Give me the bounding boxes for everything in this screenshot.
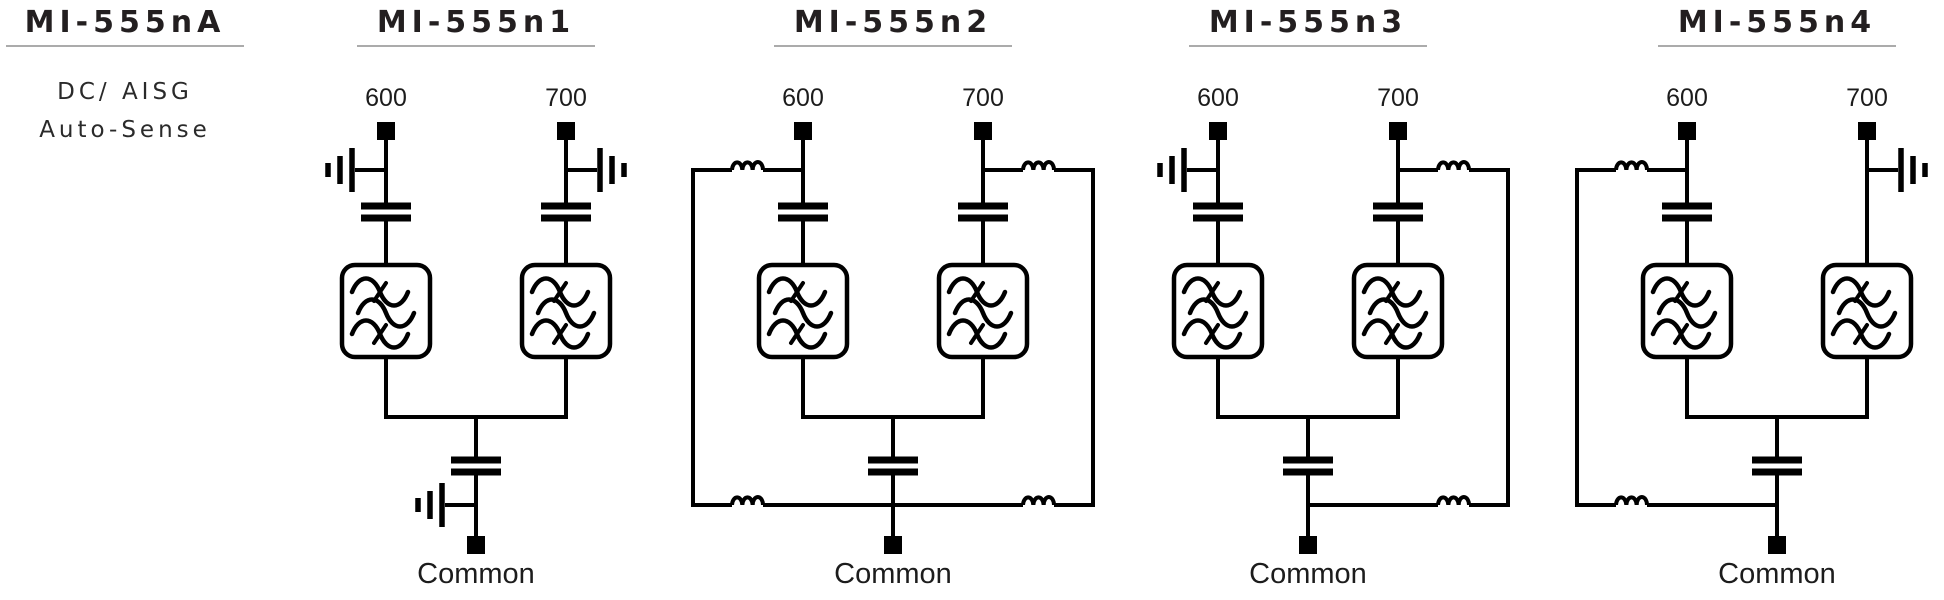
title-underline	[6, 45, 244, 47]
column-mi-555n4: MI-555n4 600 700 Common	[1537, 0, 1944, 590]
common-terminal	[1768, 536, 1786, 554]
port-label-600: 600	[1197, 84, 1239, 112]
capacitor-icon	[1373, 206, 1423, 218]
port-terminal-600	[377, 122, 395, 140]
capacitor-icon	[1193, 206, 1243, 218]
port-terminal-700	[974, 122, 992, 140]
common-label: Common	[1718, 558, 1836, 590]
port-label-600: 600	[1666, 84, 1708, 112]
capacitor-icon	[778, 206, 828, 218]
choke-icon	[1436, 495, 1471, 507]
wire-path	[1575, 140, 1869, 536]
note-line-1: DC/ AISG	[57, 79, 193, 105]
capacitor-icon	[451, 460, 501, 472]
common-terminal	[884, 536, 902, 554]
ground-icon	[1867, 148, 1925, 192]
port-label-700: 700	[1846, 84, 1888, 112]
column-mi-555n2: MI-555n2 600 700 Common	[653, 0, 1133, 590]
capacitor-icon	[868, 460, 918, 472]
model-title: MI-555n1	[376, 5, 576, 40]
title-underline	[357, 45, 595, 47]
title-underline	[1658, 45, 1896, 47]
capacitor-icon	[541, 206, 591, 218]
capacitor-icon	[1283, 460, 1333, 472]
choke-icon	[1614, 160, 1649, 172]
filter-icon	[1823, 265, 1911, 357]
filter-icon	[1643, 265, 1731, 357]
column-mi-555n3: MI-555n3 600 700 Common	[1068, 0, 1548, 590]
choke-icon	[1021, 495, 1056, 507]
capacitor-icon	[361, 206, 411, 218]
common-label: Common	[417, 558, 535, 590]
port-terminal-600	[794, 122, 812, 140]
model-title: MI-555n4	[1677, 5, 1877, 40]
title-underline	[1189, 45, 1427, 47]
port-terminal-700	[1858, 122, 1876, 140]
port-label-700: 700	[545, 84, 587, 112]
choke-icon	[1021, 160, 1056, 172]
choke-icon	[730, 495, 765, 507]
common-terminal	[1299, 536, 1317, 554]
filter-icon	[939, 265, 1027, 357]
model-title: MI-555n3	[1208, 5, 1408, 40]
schematic-mi-555n3: 600 700 Common	[1068, 84, 1510, 590]
port-terminal-700	[1389, 122, 1407, 140]
common-terminal	[467, 536, 485, 554]
filter-icon	[522, 265, 610, 357]
port-label-700: 700	[1377, 84, 1419, 112]
port-label-700: 700	[962, 84, 1004, 112]
choke-icon	[1614, 495, 1649, 507]
choke-icon	[730, 160, 765, 172]
ground-icon	[418, 483, 476, 527]
dc-aisg-note: DC/ AISG Auto-Sense	[0, 73, 250, 149]
port-terminal-700	[557, 122, 575, 140]
capacitor-icon	[1662, 206, 1712, 218]
ground-icon	[1160, 148, 1218, 192]
schematic-mi-555n2: 600 700 Common	[691, 84, 1095, 590]
model-title: MI-555n2	[793, 5, 993, 40]
column-mi-555n1: MI-555n1 600 700 Common	[236, 0, 716, 590]
wire-path	[691, 140, 1095, 536]
model-title: MI-555nA	[24, 5, 226, 40]
filter-icon	[342, 265, 430, 357]
schematic-mi-555n4: 600 700 Common	[1575, 84, 1944, 590]
common-label: Common	[1249, 558, 1367, 590]
common-label: Common	[834, 558, 952, 590]
filter-icon	[759, 265, 847, 357]
title-underline	[774, 45, 1012, 47]
filter-icon	[1354, 265, 1442, 357]
capacitor-icon	[958, 206, 1008, 218]
column-mi-555na: MI-555nA DC/ AISG Auto-Sense	[0, 0, 250, 149]
ground-icon	[328, 148, 386, 192]
ground-icon	[566, 148, 624, 192]
port-label-600: 600	[365, 84, 407, 112]
note-line-2: Auto-Sense	[39, 117, 211, 143]
capacitor-icon	[1752, 460, 1802, 472]
port-terminal-600	[1678, 122, 1696, 140]
filter-icon	[1174, 265, 1262, 357]
schematic-mi-555n1: 600 700 Common	[236, 84, 716, 590]
port-label-600: 600	[782, 84, 824, 112]
choke-icon	[1436, 160, 1471, 172]
port-terminal-600	[1209, 122, 1227, 140]
